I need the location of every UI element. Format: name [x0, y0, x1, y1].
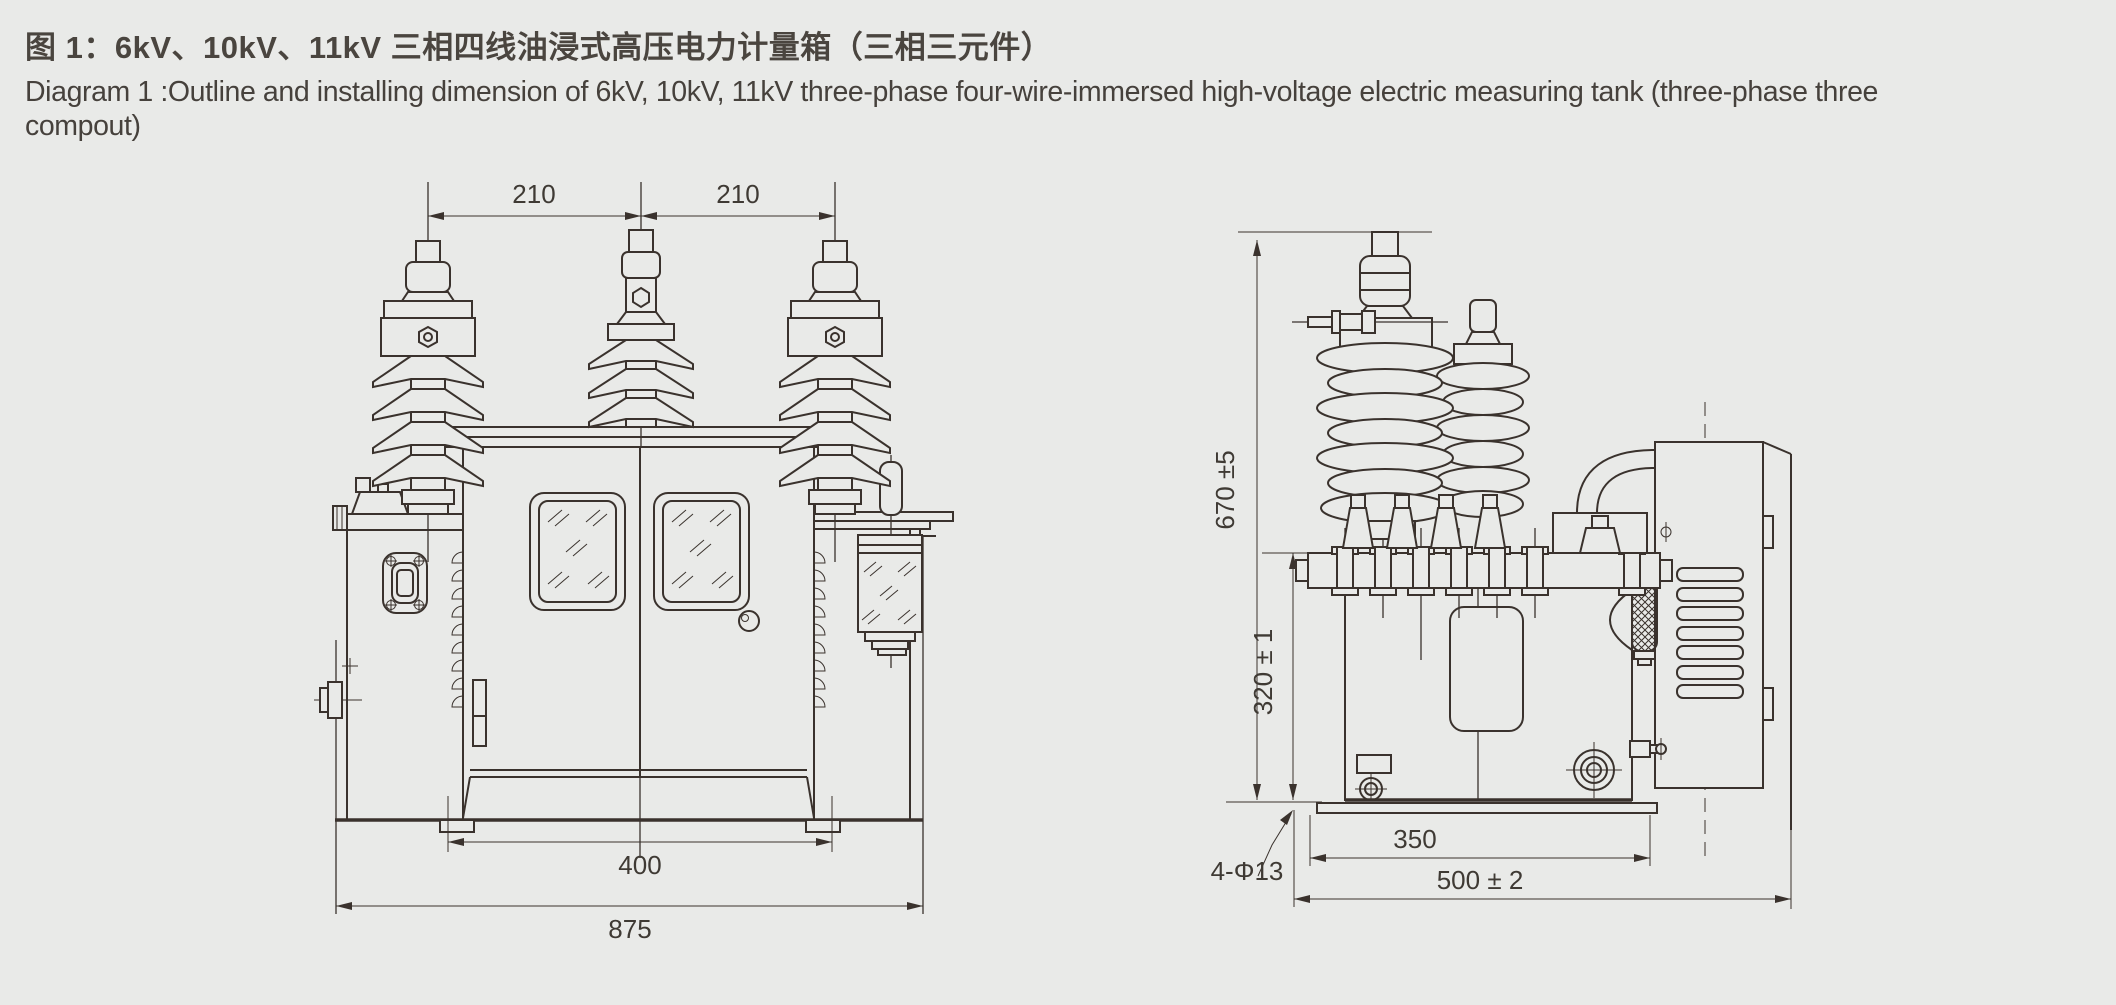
diagram-title-chinese: 图 1：6kV、10kV、11kV 三相四线油浸式高压电力计量箱（三相三元件） [25, 30, 1053, 65]
drain-valve-small [1355, 773, 1387, 801]
low-voltage-studs [1341, 494, 1507, 549]
conduit [1576, 449, 1656, 514]
dim-tank-height: 320 ± 1 [1248, 552, 1342, 800]
dim-bushing-spacing: 210 210 [428, 179, 835, 220]
subtitle-line-1: Diagram 1 :Outline and installing dimens… [25, 76, 1879, 108]
dim-4-phi13: 4-Φ13 [1211, 856, 1284, 886]
dim-overall-height: 670 ±5 [1210, 231, 1432, 800]
drain-valve-large [1566, 742, 1622, 798]
side-view: 670 ±5 320 ± 1 [1210, 231, 1792, 909]
bushing-side-main [1292, 231, 1454, 540]
dim-400: 400 [618, 850, 661, 880]
header: 图 1：6kV、10kV、11kV 三相四线油浸式高压电力计量箱（三相三元件） … [25, 22, 2105, 143]
meter-box [1654, 402, 1792, 862]
louver-vents [1676, 567, 1744, 699]
dim-base-width: 350 [1309, 815, 1651, 866]
door-window-left [529, 492, 626, 611]
bushing-middle [588, 182, 694, 447]
oil-level-gauge-front [857, 534, 923, 656]
dim-overall-width: 875 [336, 902, 923, 944]
mounting-holes-label: 4-Φ13 [1211, 810, 1293, 886]
door-lock-knob [738, 610, 760, 632]
drain-plug [1629, 738, 1667, 760]
front-view: 210 210 [314, 179, 954, 944]
tank-side [1316, 587, 1667, 814]
tank-front [335, 426, 923, 858]
dim-210-left: 210 [512, 179, 555, 209]
right-side-panel [813, 455, 954, 914]
hinge-scallops [451, 551, 826, 708]
door-window-right [653, 492, 750, 611]
dim-320: 320 ± 1 [1248, 629, 1278, 716]
dim-overall-depth: 500 ± 2 [1293, 810, 1792, 909]
nameplate-front [382, 552, 428, 614]
dim-875: 875 [608, 914, 651, 944]
dim-350: 350 [1393, 824, 1436, 854]
dim-500: 500 ± 2 [1437, 865, 1524, 895]
left-side-panel [314, 477, 464, 914]
diagram-subtitle-english: Diagram 1 :Outline and installing dimens… [25, 76, 2105, 143]
dim-foot-spacing: 400 [447, 796, 833, 880]
dim-210-right: 210 [716, 179, 759, 209]
dim-670: 670 ±5 [1210, 450, 1240, 529]
subtitle-line-2: compout) [25, 109, 141, 142]
